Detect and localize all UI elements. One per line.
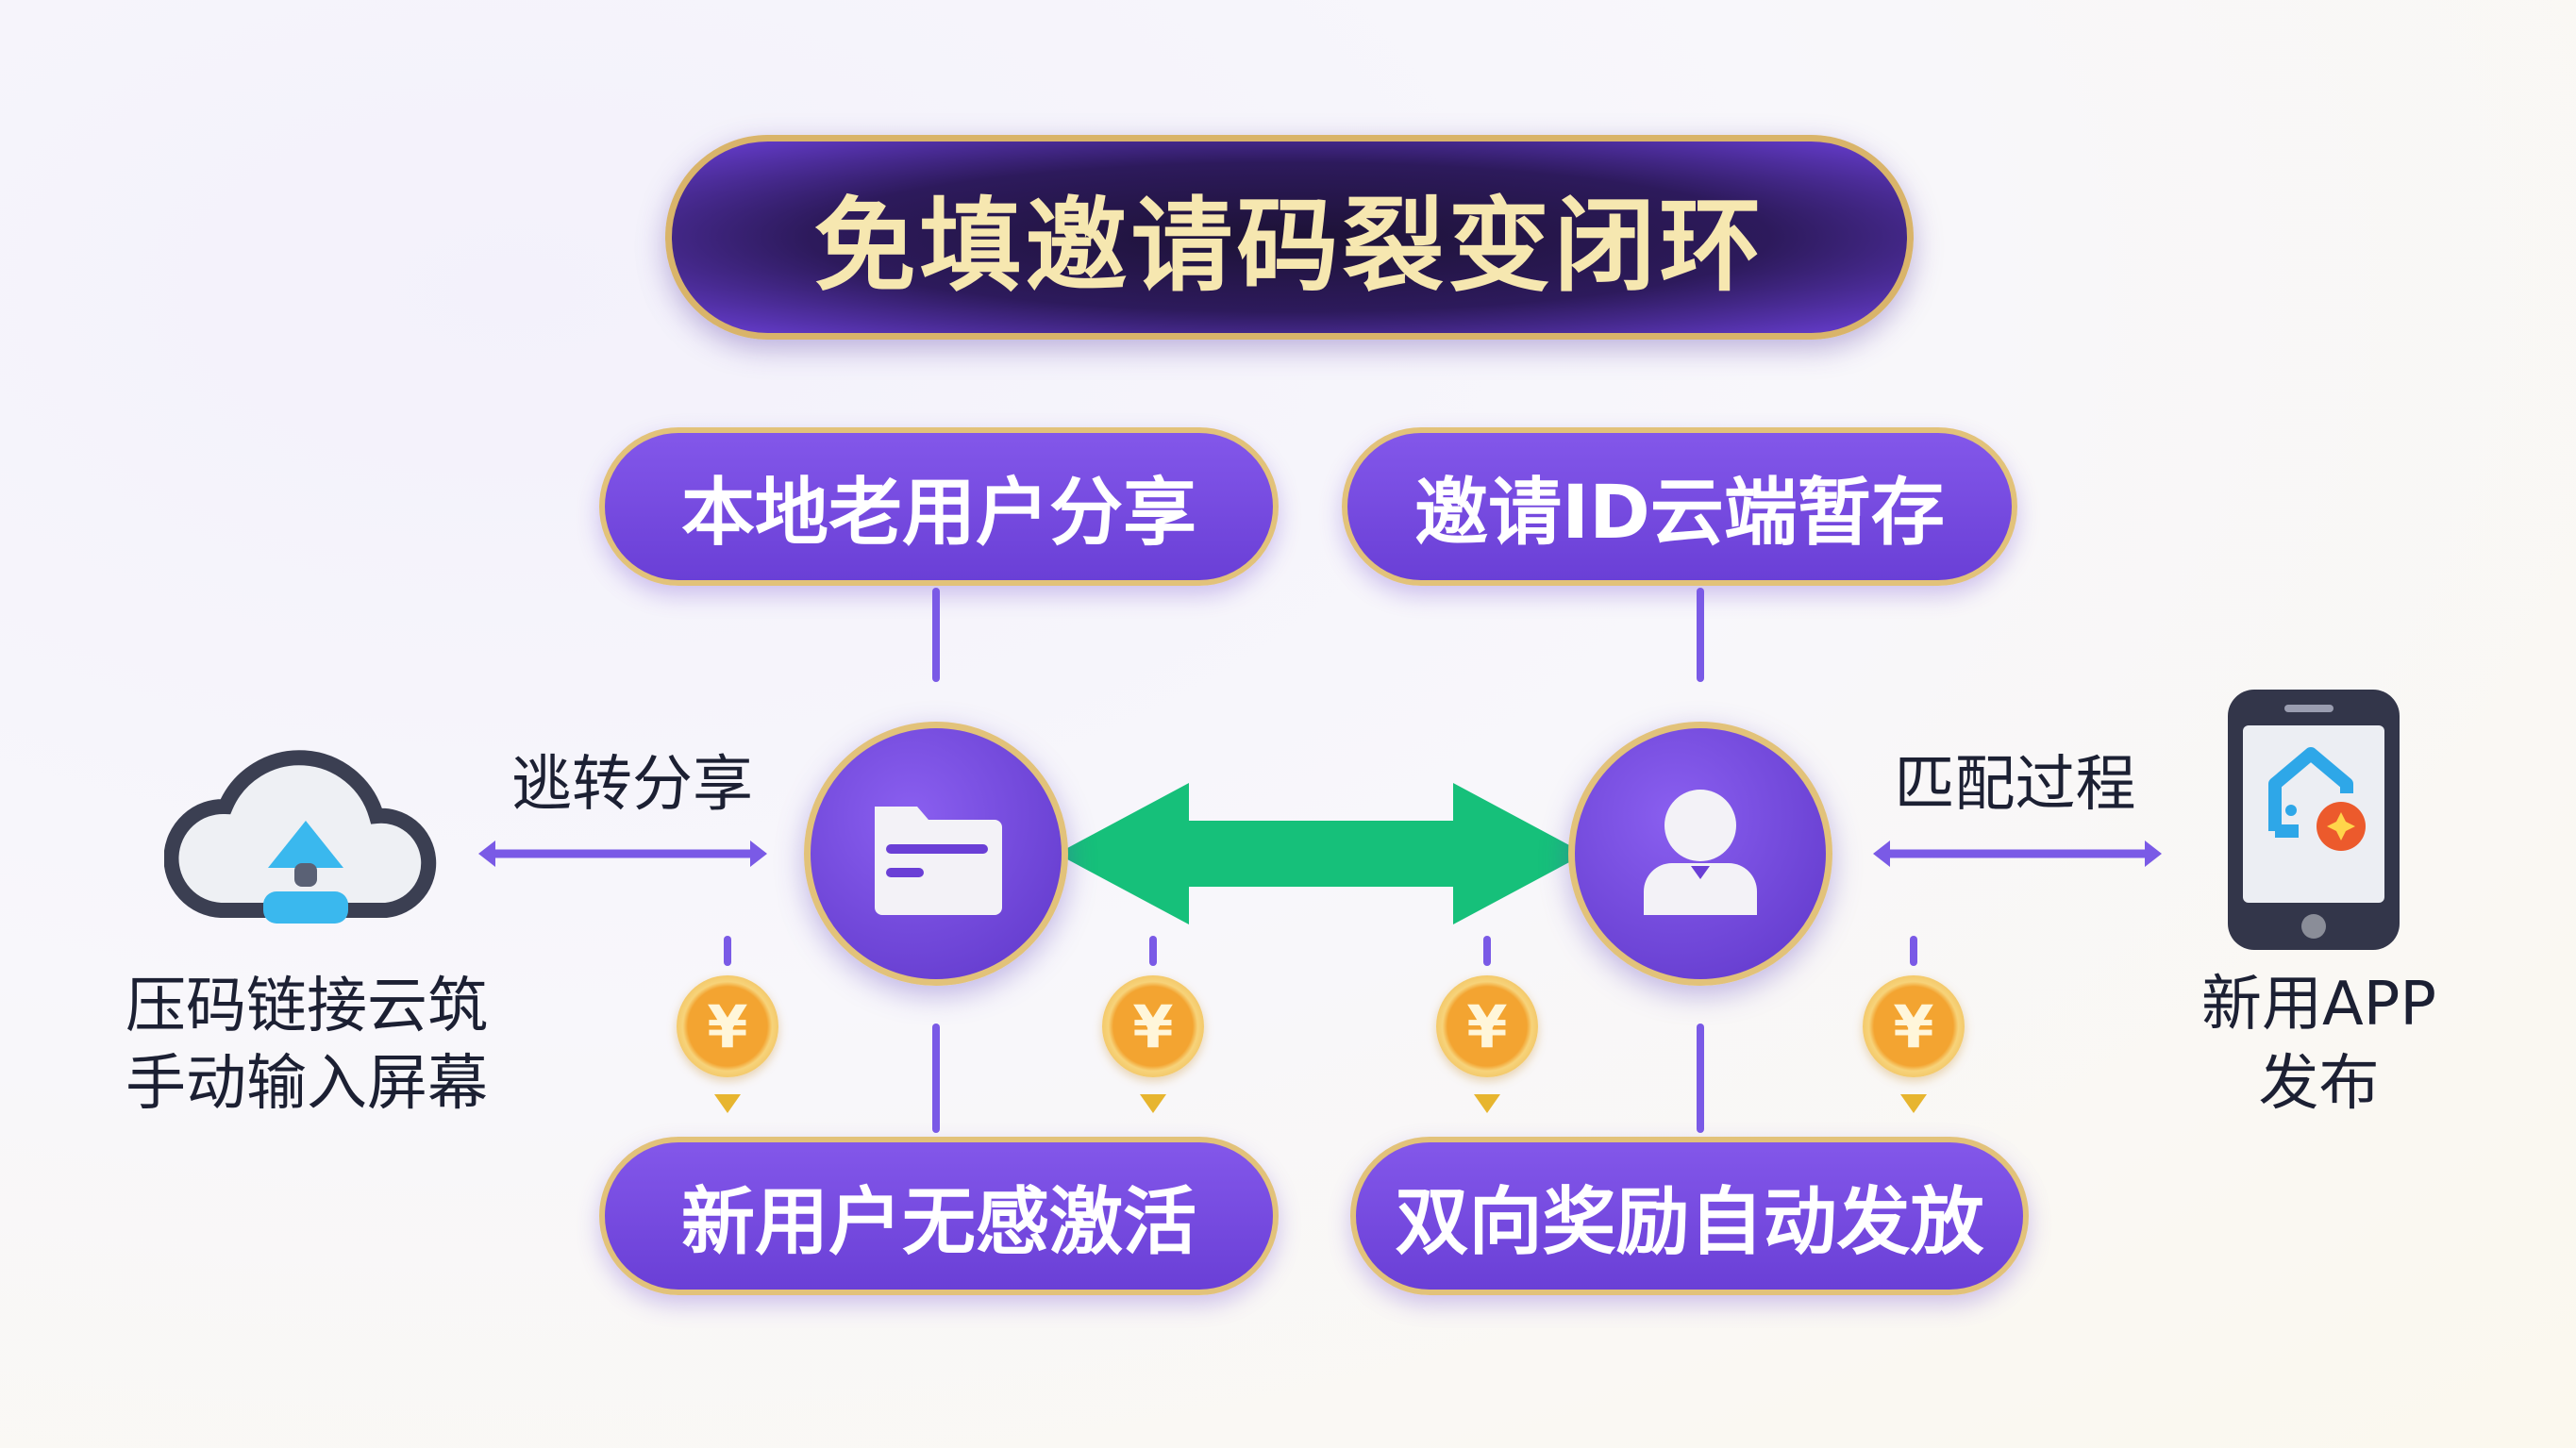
phone-app-icon [2228,690,2400,950]
right-link-label: 匹配过程 [1894,750,2136,820]
left-link-label: 逃转分享 [511,750,753,820]
right-double-arrow [1873,841,2162,867]
cloud-upload-icon [164,750,437,924]
folder-node [804,722,1068,986]
left-caption-line-2: 手动输入屏幕 [125,1049,488,1119]
step-new-user-activate: 新用户无感激活 [599,1137,1279,1295]
coin-connector [1483,936,1491,966]
down-arrow-icon [1140,1094,1166,1113]
down-arrow-icon [1474,1094,1500,1113]
step-local-user-share: 本地老用户分享 [599,427,1279,586]
coin-icon: ¥ [1863,975,1965,1077]
connector-arrow [1697,588,1704,682]
coin-connector [724,936,731,966]
coin-icon: ¥ [1436,975,1538,1077]
folder-icon [875,807,1002,915]
coin-icon: ¥ [677,975,778,1077]
right-caption-line-1: 新用APP [2201,970,2436,1040]
bidirectional-green-arrow [1057,783,1585,924]
coin-connector [1149,936,1157,966]
left-double-arrow [478,841,767,867]
down-arrow-icon [714,1094,741,1113]
user-node [1568,722,1832,986]
connector-arrow [1697,1024,1704,1133]
page-title: 免填邀请码裂变闭环 [665,135,1914,340]
down-arrow-icon [1900,1094,1927,1113]
right-caption-line-2: 发布 [2258,1049,2380,1119]
step-reward-dispatch: 双向奖励自动发放 [1350,1137,2029,1295]
coin-icon: ¥ [1102,975,1204,1077]
coin-connector [1910,936,1917,966]
connector-arrow [932,588,940,682]
left-caption-line-1: 压码链接云筑 [125,972,488,1041]
user-icon [1644,790,1757,915]
connector-arrow [932,1024,940,1133]
step-invite-id-cloud-store: 邀请ID云端暂存 [1342,427,2017,586]
